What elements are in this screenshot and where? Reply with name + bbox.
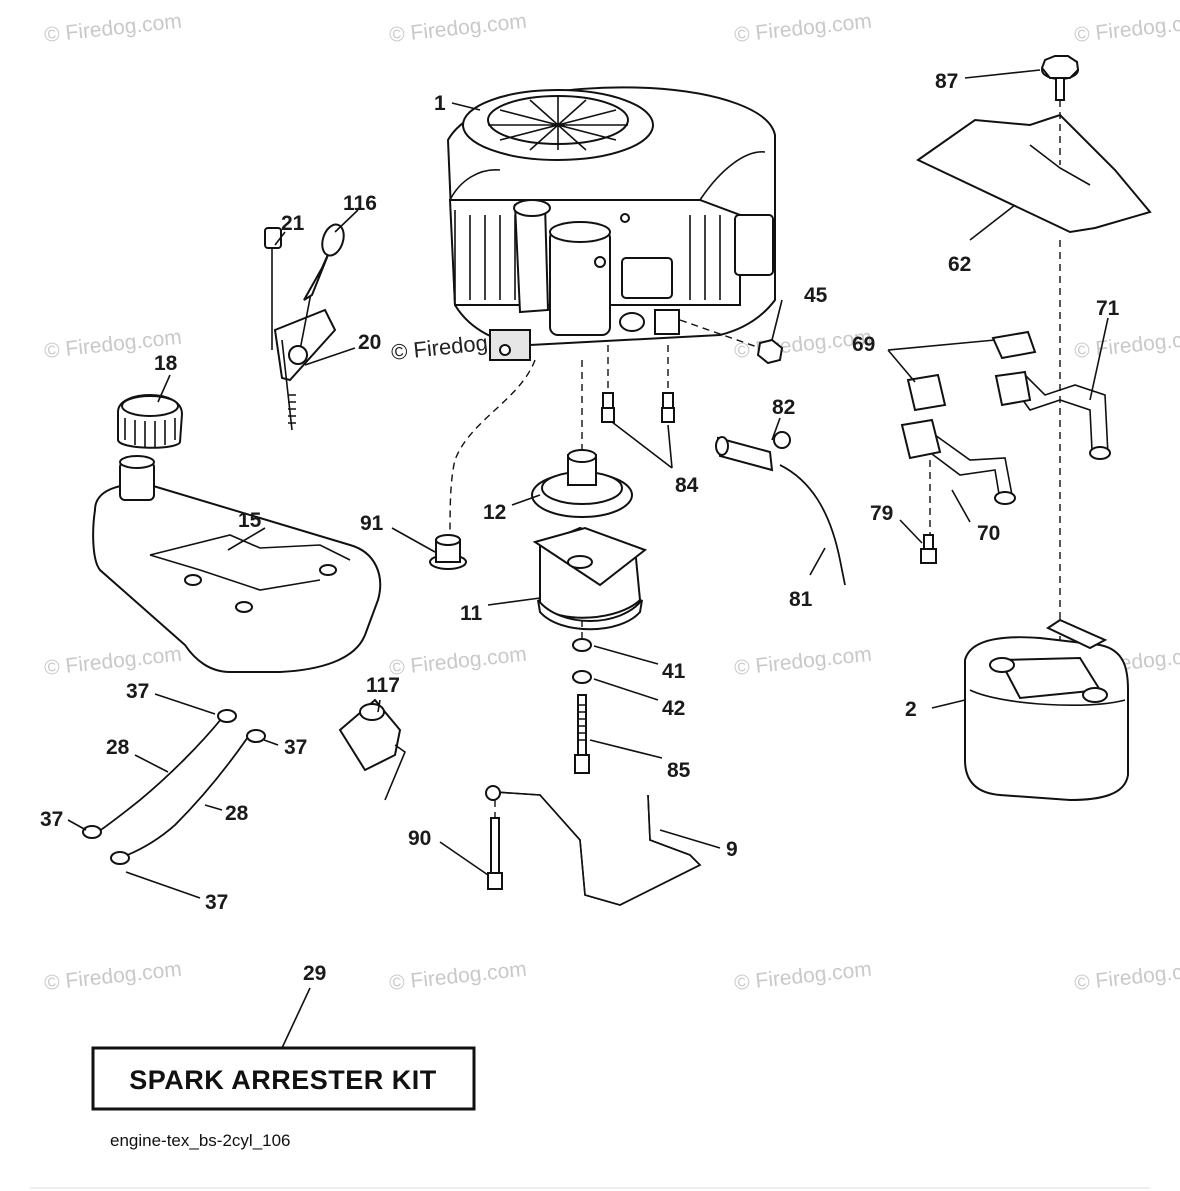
watermark: © Firedog.com bbox=[1073, 326, 1180, 363]
callout-117: 117 bbox=[366, 674, 400, 697]
callout-29: 29 bbox=[303, 962, 326, 985]
callout-82: 82 bbox=[772, 396, 795, 419]
watermark: © Firedog.com bbox=[733, 10, 873, 47]
watermark: © Firedog.com bbox=[43, 10, 183, 47]
watermark: © Firedog.com bbox=[733, 643, 873, 680]
callout-11: 11 bbox=[460, 602, 483, 625]
watermark: © Firedog.com bbox=[1073, 10, 1180, 47]
callout-1: 1 bbox=[434, 92, 446, 115]
callout-45: 45 bbox=[804, 284, 828, 307]
spark-arrester-kit-box: SPARK ARRESTER KIT bbox=[91, 1046, 476, 1111]
nut-and-bolt-drawing bbox=[679, 319, 937, 564]
callout-labels: 1 2 9 11 12 15 18 20 21 28 28 29 37 37 3… bbox=[40, 70, 1120, 985]
fuel-filter-drawing bbox=[715, 431, 846, 586]
heat-shield-drawing bbox=[916, 55, 1152, 640]
callout-9: 9 bbox=[726, 838, 738, 861]
leader-lines bbox=[67, 69, 1109, 1049]
fuel-lines-drawing bbox=[82, 698, 406, 865]
callout-37-left: 37 bbox=[40, 808, 63, 831]
callout-42: 42 bbox=[662, 697, 685, 720]
muffler-drawing bbox=[964, 618, 1129, 802]
kit-label: SPARK ARRESTER KIT bbox=[129, 1065, 437, 1095]
callout-28-lower: 28 bbox=[225, 802, 249, 825]
callout-28-upper: 28 bbox=[106, 736, 130, 759]
callout-116: 116 bbox=[343, 192, 377, 215]
watermark: © Firedog.com bbox=[733, 958, 873, 995]
callout-18: 18 bbox=[154, 352, 178, 375]
callout-12: 12 bbox=[483, 501, 506, 524]
watermark: © Firedog.com bbox=[388, 10, 528, 47]
callout-85: 85 bbox=[667, 759, 691, 782]
callout-37-top: 37 bbox=[126, 680, 149, 703]
callout-20: 20 bbox=[358, 331, 381, 354]
callout-37-right: 37 bbox=[284, 736, 307, 759]
exhaust-drawing bbox=[900, 330, 1111, 535]
watermark: © Firedog.com bbox=[388, 958, 528, 995]
callout-15: 15 bbox=[238, 509, 262, 532]
callout-79: 79 bbox=[870, 502, 893, 525]
watermark: © Firedog.com bbox=[388, 643, 528, 680]
callout-21: 21 bbox=[281, 212, 305, 235]
callout-2: 2 bbox=[905, 698, 917, 721]
watermark: © Firedog.com bbox=[1073, 958, 1180, 995]
engine-drawing bbox=[446, 86, 776, 361]
clutch-assembly-drawing bbox=[531, 345, 675, 774]
callout-70: 70 bbox=[977, 522, 1000, 545]
watermark: © Firedog.com bbox=[43, 643, 183, 680]
callout-84: 84 bbox=[675, 474, 699, 497]
drain-plug-drawing bbox=[429, 359, 536, 570]
diagram-id: engine-tex_bs-2cyl_106 bbox=[110, 1131, 291, 1150]
callout-62: 62 bbox=[948, 253, 971, 276]
callout-71: 71 bbox=[1096, 297, 1120, 320]
callout-81: 81 bbox=[789, 588, 813, 611]
throttle-control-drawing bbox=[264, 223, 345, 431]
callout-90: 90 bbox=[408, 827, 431, 850]
watermark: © Firedog.com bbox=[43, 958, 183, 995]
fuel-tank-drawing bbox=[92, 393, 382, 673]
callout-91: 91 bbox=[360, 512, 384, 535]
callout-41: 41 bbox=[662, 660, 686, 683]
callout-37-bottom: 37 bbox=[205, 891, 228, 914]
callout-87: 87 bbox=[935, 70, 958, 93]
bracket-drawing bbox=[485, 785, 702, 906]
callout-69: 69 bbox=[852, 333, 875, 356]
